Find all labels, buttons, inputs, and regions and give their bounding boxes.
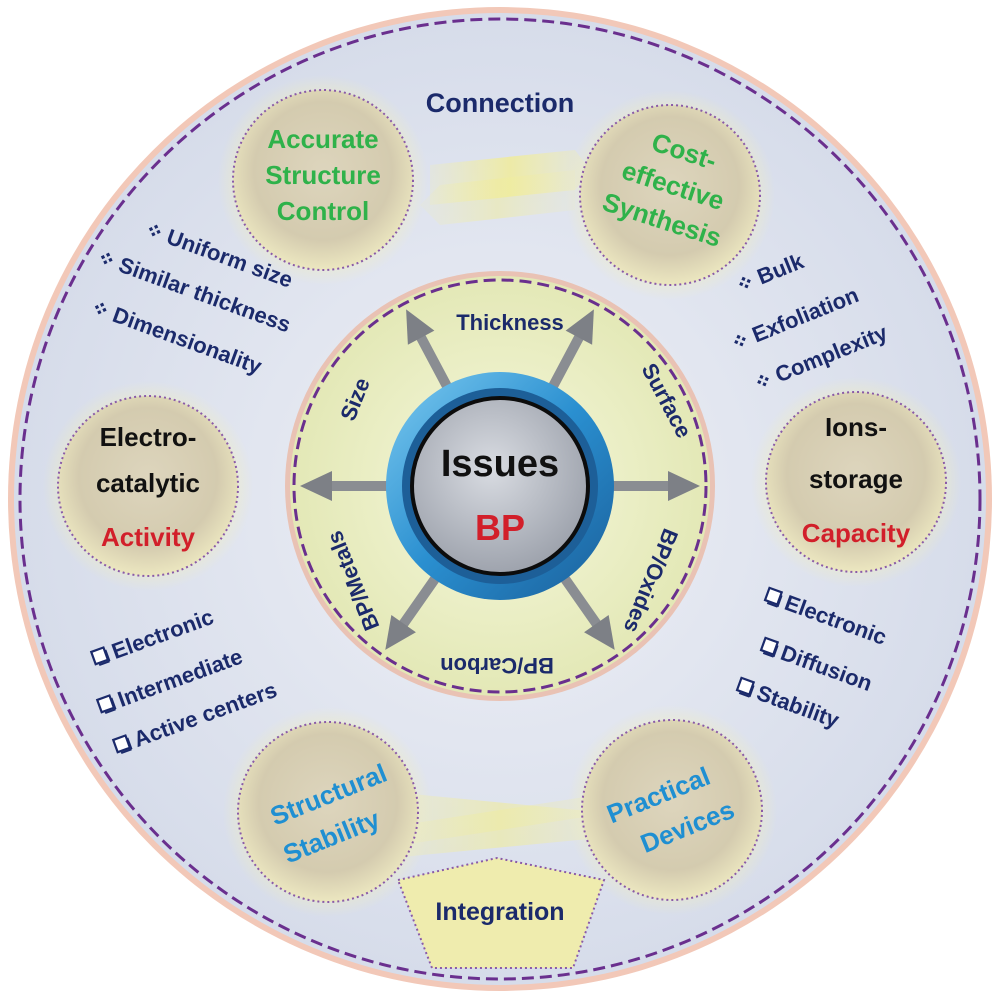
empty-checkbox-icon — [759, 636, 780, 658]
bubble-accurate-line-3: Control — [277, 196, 369, 226]
connection-arrow-band-back — [420, 170, 575, 225]
arrow-group — [300, 309, 700, 650]
bubble-accurate-structure-control: Accurate Structure Control — [218, 75, 428, 285]
arrow-bottom-right-icon — [560, 574, 615, 650]
core-subtitle: BP — [475, 507, 525, 548]
four-diamond-bullet-icon — [148, 224, 161, 237]
bubble-ions-line-1: Ions- — [825, 412, 887, 442]
bubble-ions-storage-capacity: Ions- storage Capacity — [751, 377, 961, 587]
four-diamond-bullet-icon — [100, 252, 113, 265]
empty-checkbox-icon — [735, 676, 756, 698]
bubble-structural-stability: Structural Stability — [223, 707, 433, 917]
arrow-thickness-right-icon — [548, 309, 594, 390]
arrow-thickness-left-icon — [406, 309, 452, 390]
core-issues-bp: Issues BP — [386, 372, 614, 600]
four-diamond-bullet-icon — [734, 334, 746, 347]
bubble-electro-line-1: Electro- — [100, 422, 197, 452]
bubble-accurate-line-1: Accurate — [267, 124, 378, 154]
bubble-practical-devices: Practical Devices — [567, 705, 777, 915]
integration-pentagon — [396, 856, 606, 969]
bubble-ions-highlight: Capacity — [802, 518, 911, 548]
label-bp-carbon: BP/Carbon — [440, 653, 554, 678]
bubble-ions-line-2: storage — [809, 464, 903, 494]
four-diamond-bullet-icon — [757, 374, 769, 387]
integration-band-lower — [370, 790, 630, 850]
arrow-bottom-left-icon — [385, 574, 440, 650]
arrow-right-icon — [612, 471, 700, 501]
four-diamond-bullet-icon — [94, 302, 107, 315]
core-title: Issues — [441, 443, 559, 485]
inner-dashed-ring — [292, 278, 708, 694]
bubble-cost-effective-synthesis: Cost- effective Synthesis — [565, 90, 775, 300]
connection-label: Connection — [426, 88, 575, 118]
empty-checkbox-icon — [89, 646, 111, 666]
empty-checkbox-icon — [763, 586, 784, 608]
four-diamond-bullet-icon — [739, 276, 751, 289]
bubble-electro-catalytic-activity: Electro- catalytic Activity — [43, 381, 253, 591]
bubble-electro-line-2: catalytic — [96, 468, 200, 498]
label-thickness: Thickness — [456, 310, 564, 335]
empty-checkbox-icon — [111, 734, 133, 754]
outer-dashed-ring — [18, 17, 982, 981]
arrow-left-icon — [300, 471, 388, 501]
bubble-accurate-line-2: Structure — [265, 160, 381, 190]
bubble-electro-highlight: Activity — [101, 522, 195, 552]
integration-label: Integration — [435, 898, 564, 926]
core-gray-disc — [410, 396, 590, 576]
empty-checkbox-icon — [95, 694, 117, 714]
